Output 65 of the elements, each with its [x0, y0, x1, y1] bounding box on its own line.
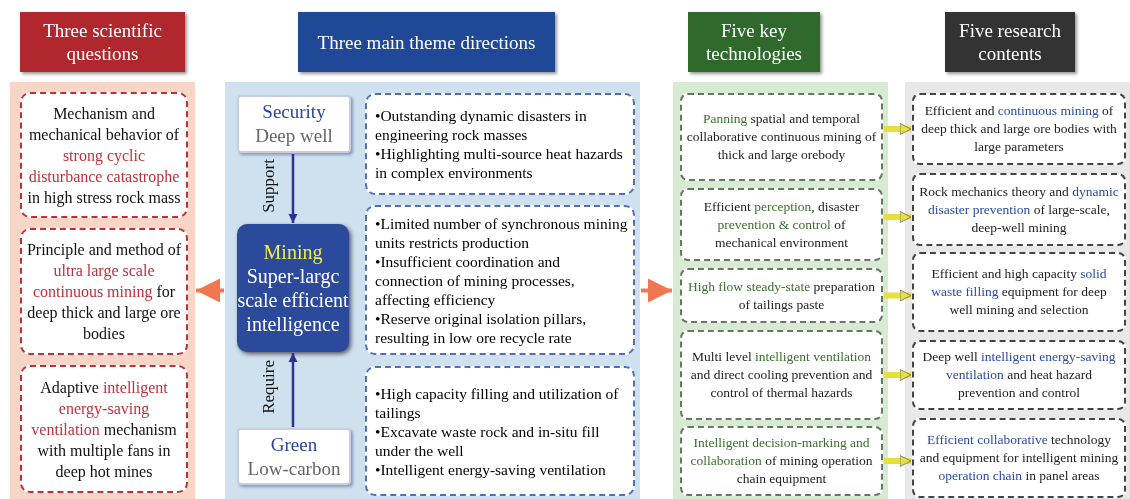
bullet-item: •Reserve original isolation pillars, resulting in low ore recycle rate	[375, 308, 588, 347]
column-header: Five key technologies	[688, 12, 820, 72]
technology-box	[680, 330, 883, 420]
question-text: Principle and method of ultra large scale continuous mining for deep thick and large ore bodies	[26, 240, 182, 344]
bullet-item: •Insufficient coordination and connection of mining processes, affecting efficiency	[375, 251, 576, 309]
question-text: Mechanism and mechanical behavior of strong cyclic disturbance catastrophe in high stress rock mass	[26, 103, 182, 208]
research-text: Deep well intelligent energy-saving ventilation and heat hazard prevention and control	[921, 348, 1117, 402]
bullet-item: •Excavate waste rock and in-situ fill under the well	[375, 421, 601, 460]
technology-box	[680, 188, 883, 261]
bullet-list-box	[365, 205, 635, 355]
bullet-item: •Highlighting multi-source heat hazards in complex environments	[375, 144, 624, 182]
technology-text: High flow steady-state preparation of tailings paste	[686, 277, 877, 314]
technology-text: Multi level intelligent ventilation and direct cooling prevention and control of thermal hazards	[689, 348, 874, 402]
theme-subtitle: Deep well	[255, 124, 333, 148]
column-header: Three main theme directions	[298, 12, 555, 72]
column-header: Three scientific questions	[20, 12, 185, 72]
research-text: Rock mechanics theory and dynamic disaster prevention of large-scale, deep-well mining	[918, 182, 1120, 237]
research-content-box	[912, 340, 1126, 410]
arrow	[884, 211, 912, 223]
column-panel	[10, 12, 195, 499]
arrow	[884, 455, 912, 467]
arrow	[884, 369, 912, 381]
arrow	[288, 353, 298, 427]
arrow	[884, 123, 912, 135]
bullet-item: •High capacity filling and utilization of tailings	[375, 383, 620, 422]
bullet-list-box	[365, 366, 635, 496]
research-content-box	[912, 252, 1126, 332]
theme-subtitle: Low-carbon	[247, 456, 341, 481]
theme-title: Security	[262, 100, 326, 124]
research-content-box	[912, 93, 1126, 165]
theme-title: Mining	[263, 240, 323, 264]
research-content-box	[912, 418, 1126, 498]
research-text: Efficient collaborative technology and equipment for intelligent mining operation chain in panel areas	[918, 431, 1120, 485]
technology-text: Efficient perception, disaster prevention & control of mechanical environment	[702, 197, 861, 252]
edge-label: Support	[260, 158, 278, 213]
column-header: Five research contents	[945, 12, 1075, 72]
column-panel	[225, 12, 640, 499]
research-text: Efficient and high capacity solid waste filling equipment for deep well mining and selection	[930, 265, 1108, 319]
bullet-list-box	[365, 93, 635, 195]
question-box	[20, 92, 188, 218]
theme-title: Green	[270, 432, 318, 457]
column-panel	[905, 12, 1130, 499]
arrow	[641, 278, 672, 303]
theme-box	[237, 224, 349, 352]
technology-box	[680, 268, 883, 323]
technology-text: Panning spatial and temporal collaborative continuous mining of thick and large orebody	[686, 110, 877, 164]
technology-box	[680, 93, 883, 181]
bullet-item: •Outstanding dynamic disasters in engineering rock masses	[375, 106, 588, 144]
edge-label: Require	[260, 360, 278, 414]
column-panel	[673, 12, 888, 499]
technology-text: Intelligent decision-marking and collaboration of mining operation chain equipment	[689, 434, 874, 488]
theme-box	[237, 95, 351, 153]
bullet-item: •Limited number of synchronous mining units restricts production	[375, 213, 629, 252]
arrow	[288, 154, 298, 223]
bullet-item: •Intelligent energy-saving ventilation	[375, 459, 607, 479]
arrow	[196, 278, 224, 303]
research-content-box	[912, 173, 1126, 246]
question-box	[20, 365, 188, 493]
research-text: Efficient and continuous mining of deep thick and large ore bodies with large parameters	[920, 102, 1118, 156]
theme-box	[237, 428, 351, 485]
question-box	[20, 228, 188, 355]
theme-subtitle: Super-largc scale efficient intelligence	[237, 264, 349, 336]
technology-box	[680, 426, 883, 496]
question-text: Adaptive intelligent energy-saving ventilation mechanism with multiple fans in deep hot mines	[30, 377, 178, 482]
arrow	[884, 289, 912, 302]
